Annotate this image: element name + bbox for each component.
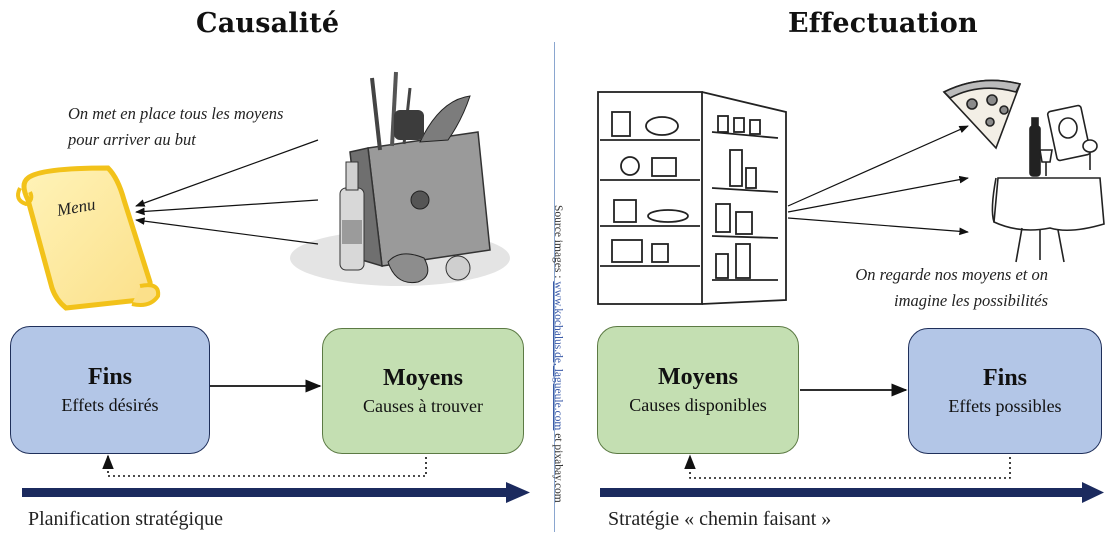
moyens-box-head: Moyens — [658, 364, 738, 390]
left-feedback-loop — [102, 452, 427, 477]
left-pointer-arrows — [135, 139, 319, 245]
restaurant-table-icon — [991, 104, 1105, 263]
planification-label: Planification stratégique — [28, 508, 223, 530]
right-pointer-arrows — [787, 125, 969, 236]
left-caption-line2: pour arriver au but — [68, 130, 196, 149]
right-caption-line1: On regarde nos moyens et on — [855, 265, 1048, 284]
fins-box-sub: Effets désirés — [61, 395, 159, 415]
moyens-box-sub: Causes à trouver — [363, 396, 483, 416]
moyens-box-head: Moyens — [383, 365, 463, 391]
left-caption-line1: On met en place tous les moyens — [68, 104, 284, 123]
chemin-faisant-label: Stratégie « chemin faisant » — [608, 508, 832, 530]
left-timeline-arrow — [22, 482, 530, 503]
moyens-box-sub: Causes disponibles — [629, 395, 767, 415]
right-caption-line2: imagine les possibilités — [894, 291, 1048, 310]
left-caption: On met en place tous les moyens pour arr… — [68, 101, 283, 153]
grocery-bag-icon — [290, 71, 510, 286]
fins-box-head: Fins — [87, 364, 132, 390]
center-divider — [554, 42, 555, 532]
right-feedback-loop — [684, 452, 1011, 479]
moyens-box-causalite: Moyens Causes à trouver — [322, 328, 524, 454]
causalite-title: Causalité — [196, 8, 340, 39]
menu-scroll-icon: Menu — [16, 165, 161, 311]
right-timeline-arrow — [600, 482, 1104, 503]
right-caption: On regarde nos moyens et on imagine les … — [842, 262, 1048, 314]
moyens-box-effectuation: Moyens Causes disponibles — [597, 326, 799, 454]
fins-box-sub: Effets possibles — [948, 396, 1062, 416]
fins-box-causalite: Fins Effets désirés — [10, 326, 210, 454]
fins-box-effectuation: Fins Effets possibles — [908, 328, 1102, 454]
fridge-icon — [597, 91, 787, 305]
pizza-slice-icon — [942, 79, 1022, 150]
effectuation-title: Effectuation — [788, 8, 978, 39]
fins-box-head: Fins — [982, 365, 1027, 391]
